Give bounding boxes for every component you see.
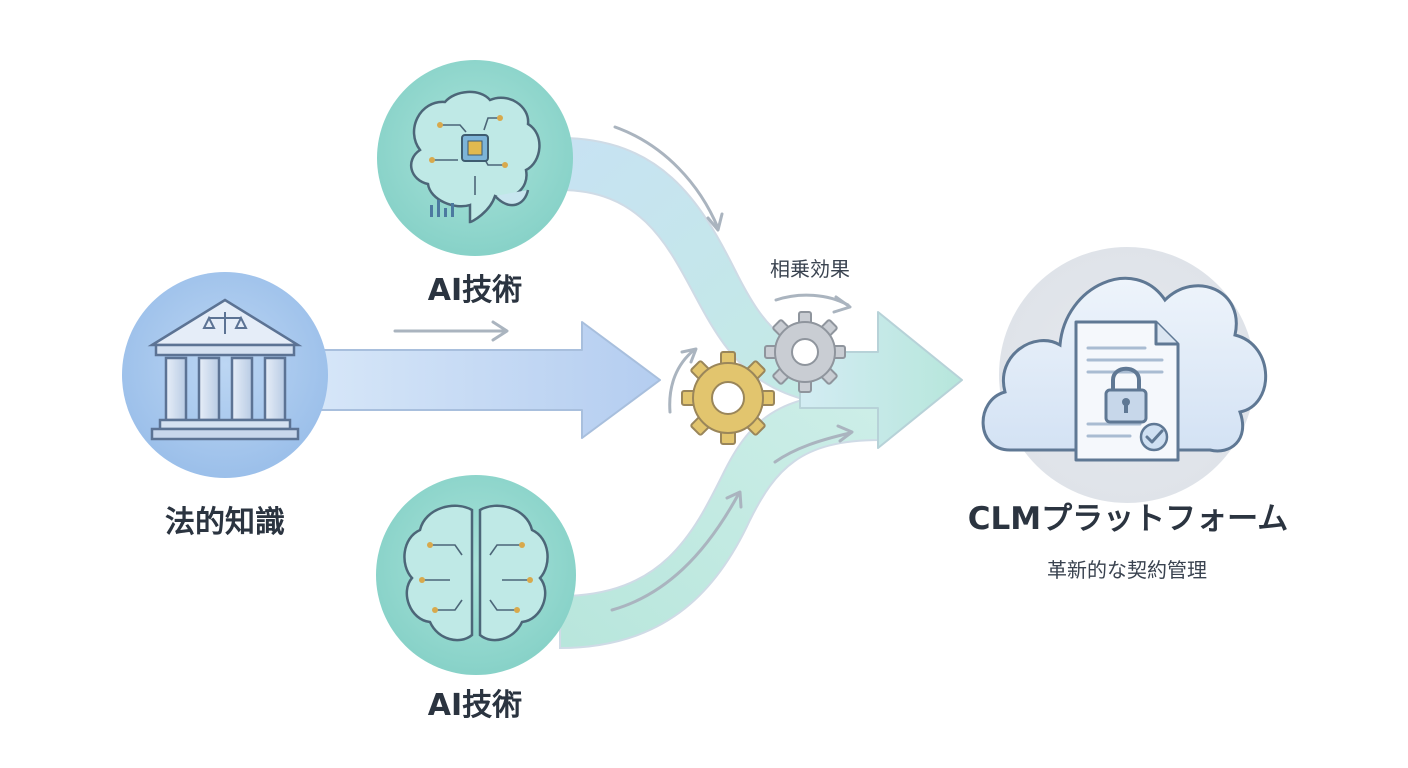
legal-label: 法的知識: [165, 505, 285, 540]
gear-gold-icon: [681, 351, 775, 445]
ai-bottom-label: AI技術: [428, 688, 522, 723]
platform-subtitle: 革新的な契約管理: [1047, 558, 1207, 582]
gear-gray-icon: [764, 311, 846, 393]
platform-label: CLMプラットフォーム: [968, 501, 1288, 537]
flow-arrow-legal: [317, 321, 661, 439]
legal-node: [122, 272, 328, 478]
ai-top-label: AI技術: [428, 273, 522, 308]
platform-node: [981, 247, 1268, 503]
ai-node-top: [377, 60, 573, 256]
brain-circuit-icon-2: [403, 504, 549, 642]
secure-document-icon: [1074, 320, 1180, 462]
synergy-label: 相乗効果: [770, 257, 850, 281]
motion-arrows: [393, 125, 854, 612]
courthouse-scales-icon: [147, 298, 303, 441]
ai-node-bottom: [376, 475, 576, 675]
flow-arrow-output: [799, 311, 963, 449]
